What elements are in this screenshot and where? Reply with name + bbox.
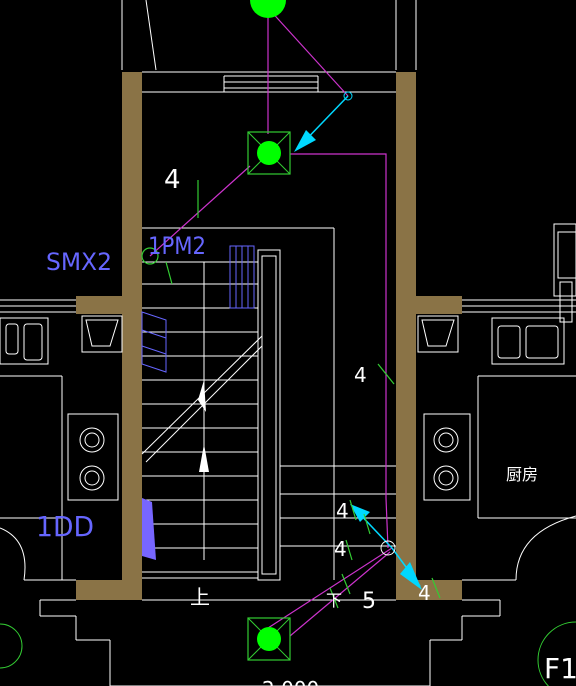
label-1pm2: 1PM2 bbox=[148, 232, 206, 260]
stair-arrow-icon bbox=[198, 380, 209, 472]
label-elevation: 2.000 bbox=[262, 677, 319, 686]
staircase bbox=[141, 227, 396, 581]
left-room-fixtures bbox=[0, 299, 123, 686]
wire-count-label: 4 bbox=[354, 363, 367, 387]
label-kitchen: 厨房 bbox=[506, 465, 538, 484]
bottom-threshold bbox=[110, 599, 430, 686]
label-smx2: SMX2 bbox=[46, 248, 112, 276]
distribution-panel-1pm2 bbox=[229, 245, 255, 309]
light-fixture-bottom bbox=[247, 617, 291, 661]
panel-box-1dd bbox=[142, 498, 156, 560]
arrow-icon bbox=[400, 562, 422, 590]
arrow-icon bbox=[350, 504, 370, 522]
wire-count-label: 4 bbox=[164, 165, 181, 195]
wire-count-label: 4 bbox=[418, 581, 431, 605]
wire-tick-marks bbox=[329, 363, 441, 609]
wire-count-label: 4 bbox=[334, 537, 347, 561]
label-1dd: 1DD bbox=[36, 510, 94, 543]
label-stair-down: 下 bbox=[326, 591, 342, 610]
label-f1: F1 bbox=[544, 652, 576, 685]
panel-box-left bbox=[141, 311, 167, 373]
top-opening bbox=[121, 0, 417, 93]
arrow-icons bbox=[294, 91, 422, 590]
wire-count-label: 4 bbox=[336, 499, 349, 523]
light-fixture-stair bbox=[247, 131, 291, 175]
right-room-fixtures bbox=[417, 223, 576, 686]
label-stair-up: 上 bbox=[190, 585, 210, 609]
wire-count-label: 5 bbox=[362, 589, 376, 614]
walls bbox=[76, 72, 462, 600]
arrow-icon bbox=[294, 130, 316, 152]
switch-symbol bbox=[141, 180, 199, 285]
light-fixture-top bbox=[250, 0, 286, 18]
